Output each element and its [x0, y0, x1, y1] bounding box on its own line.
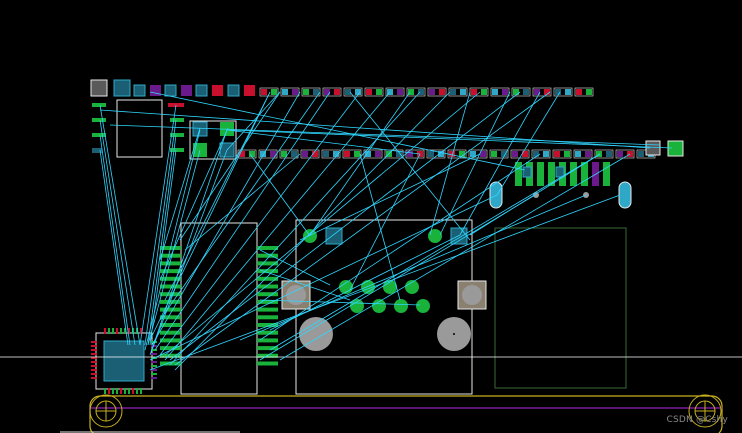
mounting-hole-icon — [89, 394, 123, 428]
mounting-hole-icon — [688, 394, 722, 428]
top-resistor-strip[interactable] — [259, 87, 594, 97]
ratsnest-lines — [99, 91, 673, 371]
transistor-q1[interactable] — [189, 120, 237, 160]
top-connector-row[interactable] — [90, 79, 255, 97]
watermark: CSDN @Cshy — [666, 415, 728, 425]
board-edge — [60, 395, 723, 433]
connector-j2-pin2[interactable] — [667, 140, 684, 157]
qfn-ic-u3[interactable] — [91, 328, 157, 394]
ic-u2-left-pads[interactable] — [160, 246, 181, 366]
module-pads[interactable] — [281, 227, 487, 351]
ic-outline-u1[interactable] — [116, 99, 163, 158]
oval-pads[interactable] — [489, 181, 632, 209]
ic-u2-outline[interactable] — [180, 222, 258, 395]
mid-resistor-strip[interactable] — [237, 149, 656, 159]
keepout-area — [494, 227, 627, 389]
